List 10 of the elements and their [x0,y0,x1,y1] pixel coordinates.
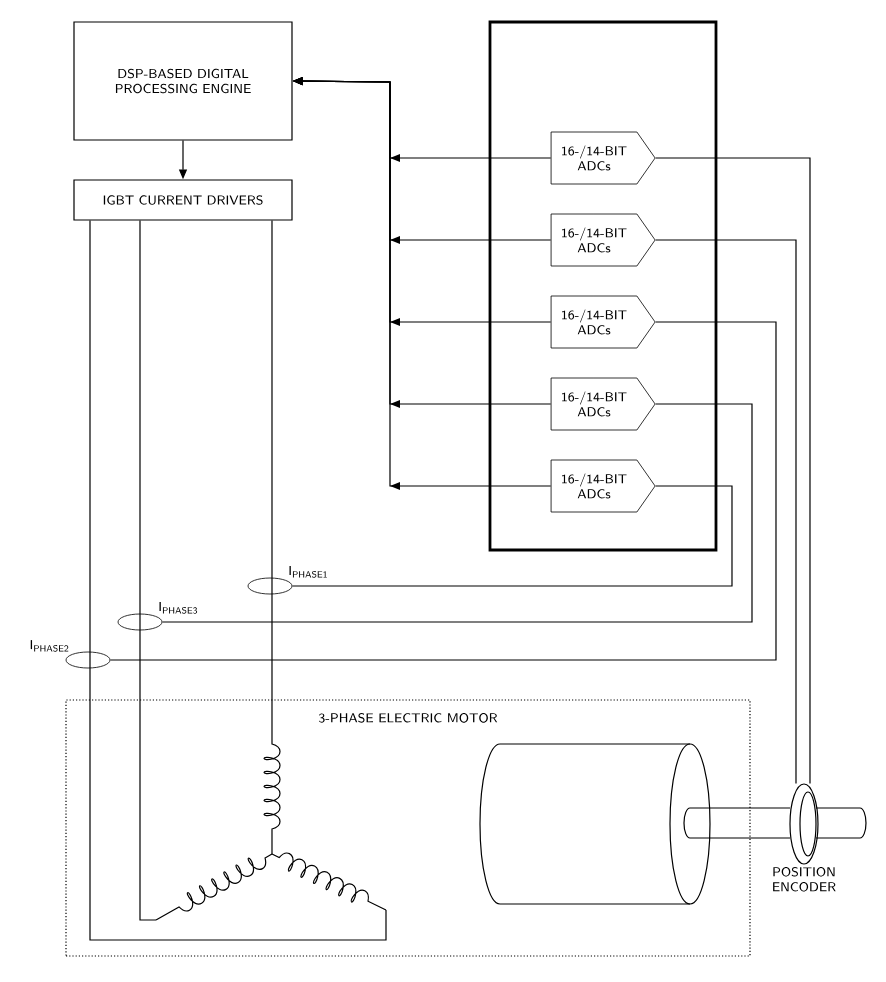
wire [655,157,811,784]
wire [161,403,753,623]
winding-drawing [155,739,387,921]
wire [271,220,273,741]
wire [139,220,157,921]
chip-box [488,20,718,552]
wire [291,485,733,587]
wire [655,239,797,784]
wire [109,321,777,661]
wire [89,220,387,941]
